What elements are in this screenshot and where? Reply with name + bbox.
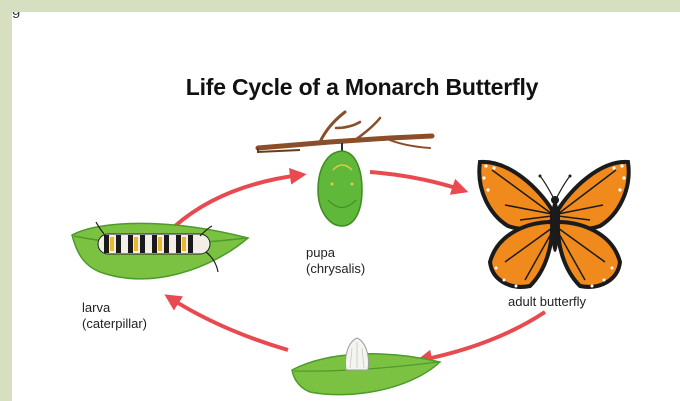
arrow-pupa-to-adult (370, 172, 462, 190)
branch (258, 112, 432, 152)
adult-label: adult butterfly (508, 294, 586, 310)
pupa-label: pupa (chrysalis) (306, 245, 365, 277)
larva-label-line1: larva (82, 300, 147, 316)
egg (345, 338, 368, 370)
life-cycle-diagram (12, 12, 680, 401)
arrow-larva-to-pupa (175, 175, 300, 226)
larva-label-line2: (caterpillar) (82, 316, 147, 332)
pupa-label-line2: (chrysalis) (306, 261, 365, 277)
chrysalis (318, 143, 362, 226)
larva-label: larva (caterpillar) (82, 300, 147, 332)
butterfly (479, 162, 628, 288)
adult-label-line1: adult butterfly (508, 294, 586, 310)
arrow-adult-to-egg (422, 312, 545, 360)
pupa-label-line1: pupa (306, 245, 365, 261)
arrow-egg-to-larva (170, 298, 288, 350)
diagram-frame: g Life Cycle of a Monarch Butterfly (12, 12, 680, 401)
